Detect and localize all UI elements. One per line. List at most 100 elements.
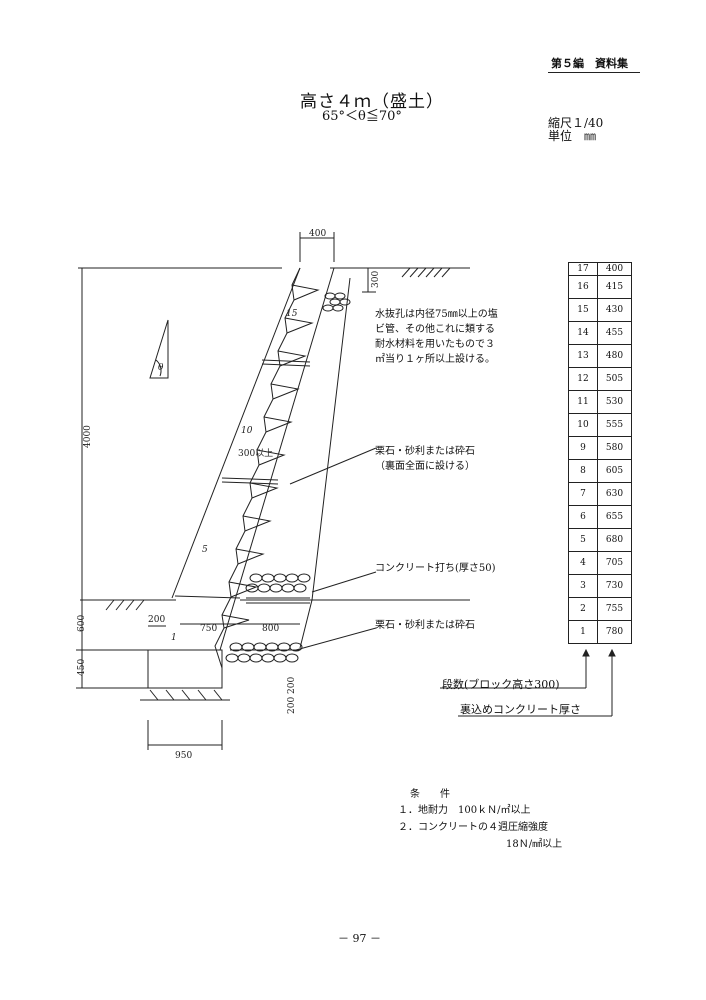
block-thickness: 705 — [597, 551, 632, 575]
gravel-top-cluster — [322, 292, 351, 312]
block-thickness: 555 — [597, 413, 632, 437]
block-thickness: 780 — [597, 620, 632, 644]
dim-200-a: 200 — [287, 677, 297, 694]
condition-item: ２．コンクリートの４週圧縮強度 — [398, 822, 548, 833]
block-thickness: 480 — [597, 344, 632, 368]
block-number: 14 — [568, 321, 598, 345]
scale-info: 縮尺１/40 単位 ㎜ — [548, 117, 603, 143]
dim-200-b: 200 — [287, 697, 297, 714]
block-triangles — [221, 284, 320, 629]
drain-note-line: ビ管、その他これに類する — [375, 324, 495, 335]
steps-label: 段数(ブロック高さ300) — [442, 678, 560, 691]
drain-note-line: 耐水材料を用いたもので３ — [375, 339, 495, 350]
gravel-note-line: 栗石・砂利または砕石 — [375, 446, 475, 457]
block-label-15: 15 — [286, 309, 298, 319]
conditions-heading: 条 件 — [410, 789, 450, 800]
leader-concrete — [311, 571, 377, 593]
gravel-note-line: （裏面全面に設ける） — [375, 461, 475, 472]
block-thickness: 605 — [597, 459, 632, 483]
block-thickness: 580 — [597, 436, 632, 460]
dim-750: 750 — [200, 624, 217, 634]
gravel-base-note: 栗石・砂利または砕石 — [375, 620, 475, 631]
wall-front-steps — [214, 267, 301, 669]
foundation-hatch — [140, 689, 230, 701]
backfill-label: 300以上 — [238, 448, 273, 459]
gravel-back-line — [299, 277, 351, 649]
angle-triangle — [149, 319, 169, 379]
chapter-header: 第５編 資料集 — [551, 57, 628, 70]
leader-gravel — [289, 447, 377, 485]
block-thickness: 680 — [597, 528, 632, 552]
dim-footing: 450 — [77, 659, 87, 676]
dim-embed: 600 — [77, 615, 87, 632]
block-number: 4 — [568, 551, 598, 575]
scale-ratio: 縮尺１/40 — [548, 116, 604, 130]
block-label-5: 5 — [202, 545, 208, 555]
block-number: 16 — [568, 275, 598, 299]
wall-front-line — [171, 267, 301, 599]
drain-pipe-middle — [221, 477, 279, 481]
block-number: 12 — [568, 367, 598, 391]
block-thickness: 430 — [597, 298, 632, 322]
block-thickness: 630 — [597, 482, 632, 506]
block-number: 7 — [568, 482, 598, 506]
gravel-concrete-band — [245, 573, 311, 593]
angle-symbol: θ — [158, 363, 164, 373]
page-title: 高さ４ｍ（盛土） — [300, 92, 444, 112]
block-number: 1 — [568, 620, 598, 644]
drain-note-line: ㎡当り１ヶ所以上設ける。 — [375, 354, 495, 365]
conditions-list: １．地耐力 100ｋＮ/㎡以上 ２．コンクリートの４週圧縮強度 18Ｎ/㎟以上 — [398, 802, 562, 853]
drain-note: 水抜孔は内径75㎜以上の塩 ビ管、その他これに類する 耐水材料を用いたもので３ … — [375, 307, 498, 367]
footing — [147, 649, 223, 689]
block-thickness: 655 — [597, 505, 632, 529]
block-thickness: 530 — [597, 390, 632, 414]
dim-200-left: 200 — [148, 615, 165, 625]
condition-item: １．地耐力 100ｋＮ/㎡以上 — [398, 805, 531, 816]
block-thickness: 400 — [597, 262, 632, 276]
block-thickness: 415 — [597, 275, 632, 299]
block-number: 8 — [568, 459, 598, 483]
block-number: 5 — [568, 528, 598, 552]
ground-hatch-top — [401, 267, 451, 278]
block-back-line — [219, 267, 335, 651]
block-number: 13 — [568, 344, 598, 368]
dim-height: 4000 — [83, 425, 93, 448]
block-number: 3 — [568, 574, 598, 598]
angle-range: 65°＜θ≦70° — [322, 109, 402, 124]
block-number: 6 — [568, 505, 598, 529]
dim-top-width: 400 — [309, 229, 326, 239]
gravel-note: 栗石・砂利または砕石 （裏面全面に設ける） — [375, 444, 475, 474]
page-number: － 97 － — [338, 932, 381, 945]
ground-hatch-front — [105, 599, 145, 611]
dim-800: 800 — [262, 624, 279, 634]
condition-strength: 18Ｎ/㎟以上 — [506, 839, 563, 850]
block-thickness: 505 — [597, 367, 632, 391]
block-thickness: 755 — [597, 597, 632, 621]
concrete-note: コンクリート打ち(厚さ50) — [375, 563, 496, 574]
block-thickness: 455 — [597, 321, 632, 345]
block-number: 15 — [568, 298, 598, 322]
scale-unit: 単位 ㎜ — [548, 129, 597, 143]
dim-top-depth: 300 — [371, 271, 381, 288]
header-rule — [548, 72, 640, 73]
block-number: 11 — [568, 390, 598, 414]
block-label-1: 1 — [171, 633, 177, 643]
block-thickness: 730 — [597, 574, 632, 598]
concrete-thickness-label: 裏込めコンクリート厚さ — [460, 703, 581, 716]
